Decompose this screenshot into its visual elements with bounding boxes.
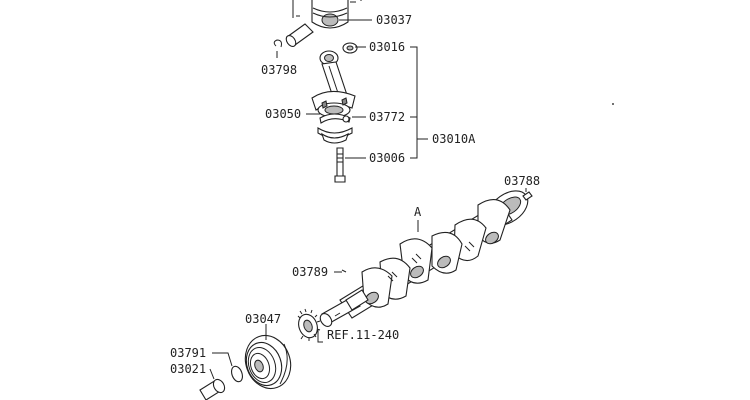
bearing-shell [317,113,353,139]
speck [612,103,614,105]
label-03791: 03791 [170,346,206,360]
crankshaft [319,190,529,327]
nut [342,115,350,123]
rod-bolt [334,147,346,183]
rod-cap [320,132,349,144]
label-03789: 03789 [292,265,328,279]
label-03021: 03021 [170,362,206,376]
bushing [342,42,358,54]
label-03772: 03772 [369,110,405,124]
label-03016: 03016 [369,40,405,54]
washer [231,365,243,383]
leader-lines [209,19,527,380]
label-03050: 03050 [265,107,301,121]
label-03047: 03047 [245,312,281,326]
label-03037: 03037 [376,13,412,27]
crank-pulley [244,334,292,390]
snout-key [341,269,347,273]
label-03788: 03788 [504,174,540,188]
label-03798: 03798 [261,63,297,77]
snap-ring [273,39,282,58]
woodruff-key [522,191,533,201]
label-03010a: 03010A [432,132,476,146]
label-03006: 03006 [369,151,405,165]
label-ref: REF.11-240 [327,328,399,342]
crankshaft-gear [297,308,321,341]
piston-pin [285,0,314,47]
pulley-bolt [199,378,226,400]
piston [311,0,362,29]
connecting-rod [311,50,356,118]
label-a: A [414,205,422,219]
